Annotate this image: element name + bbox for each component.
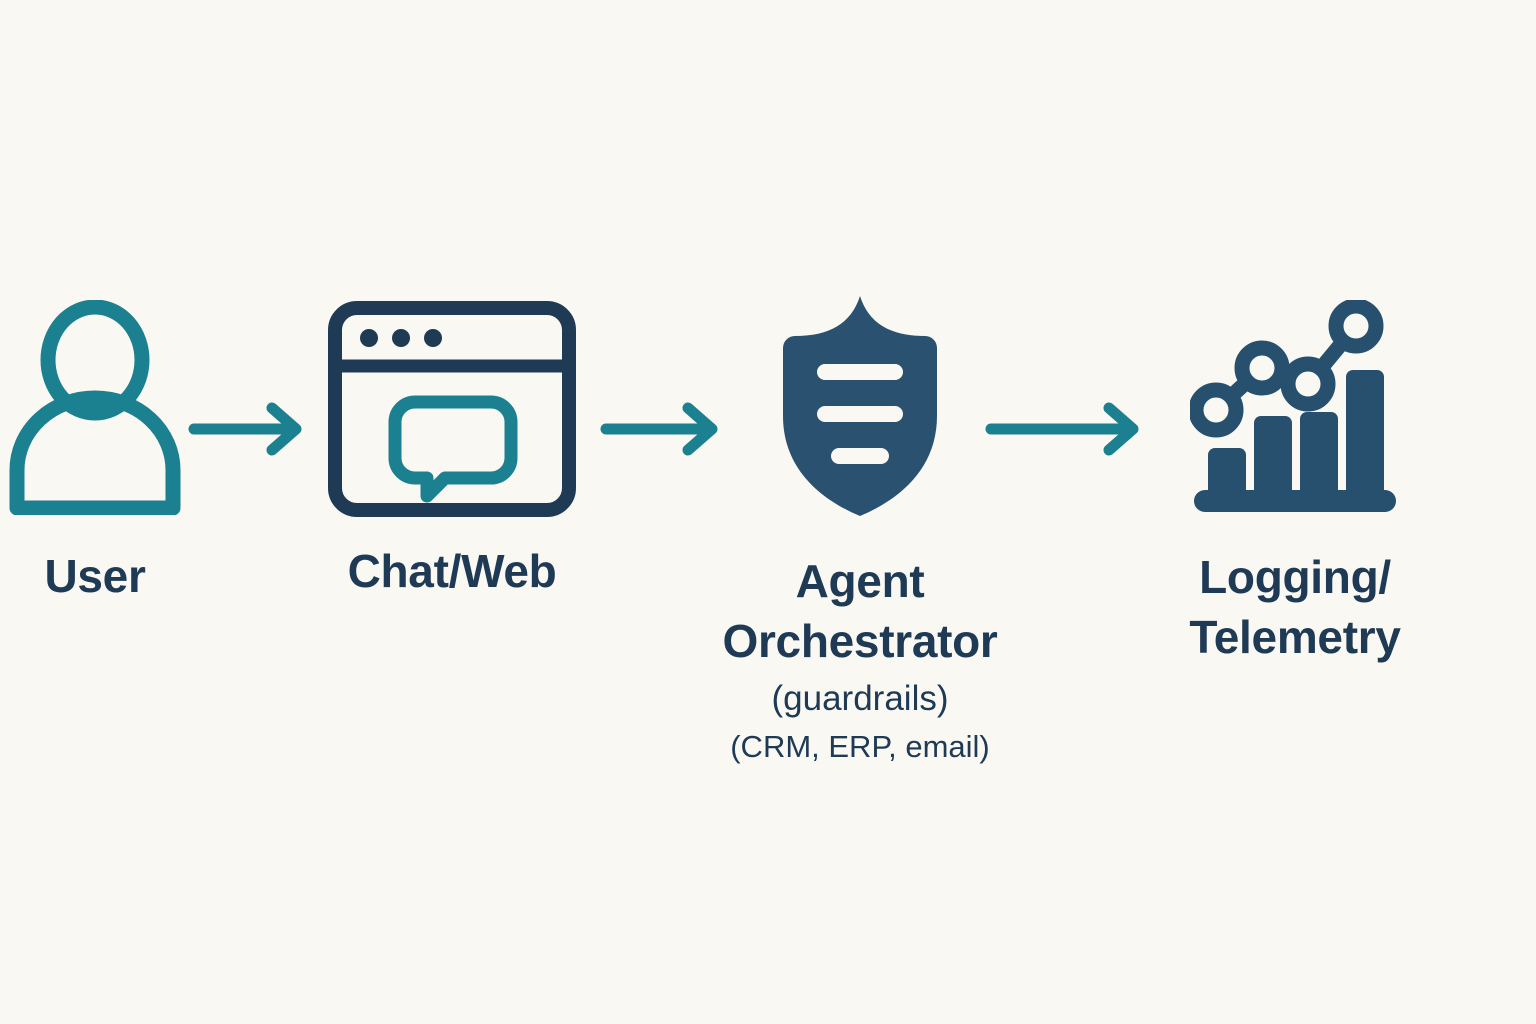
arrow-user-to-chat bbox=[188, 398, 316, 465]
stage-agent-orchestrator-sublabel: (guardrails) bbox=[771, 678, 949, 718]
window-dot-3 bbox=[424, 329, 442, 347]
arrow-right-icon bbox=[600, 402, 718, 456]
stage-agent-orchestrator-sublabel2: (CRM, ERP, email) bbox=[730, 729, 990, 765]
stage-user-label: User bbox=[44, 550, 146, 602]
shield-bar-1 bbox=[817, 364, 903, 380]
chart-bar-3 bbox=[1300, 412, 1338, 500]
shield-icon bbox=[783, 296, 937, 516]
bar-chart-trend-icon-container bbox=[1190, 300, 1400, 522]
chart-marker-4 bbox=[1328, 300, 1384, 354]
stage-chat-web-label: Chat/Web bbox=[347, 545, 557, 597]
stage-logging-telemetry: Logging/ Telemetry bbox=[1150, 300, 1440, 668]
browser-window-chat-icon bbox=[328, 301, 576, 517]
arrow-right-icon bbox=[985, 402, 1139, 456]
person-icon bbox=[9, 300, 181, 515]
chart-bar-4 bbox=[1346, 370, 1384, 500]
chart-marker-1 bbox=[1190, 382, 1244, 438]
chart-marker-2 bbox=[1234, 340, 1290, 396]
stage-agent-orchestrator-label: Agent Orchestrator bbox=[722, 555, 998, 667]
shield-icon-container bbox=[765, 290, 955, 522]
chart-bar-1 bbox=[1208, 448, 1246, 500]
browser-window-chat-icon-container bbox=[327, 300, 577, 518]
bar-chart-trend-icon bbox=[1190, 300, 1396, 512]
stage-logging-telemetry-label: Logging/ Telemetry bbox=[1189, 551, 1401, 663]
stage-user: User bbox=[0, 300, 190, 607]
arrow-chat-to-agent bbox=[600, 398, 732, 465]
stage-agent-orchestrator: Agent Orchestrator (guardrails) (CRM, ER… bbox=[690, 290, 1030, 767]
stage-logging-telemetry-labels: Logging/ Telemetry bbox=[1189, 548, 1401, 668]
arrow-agent-to-logging bbox=[985, 398, 1155, 465]
shield-bar-2 bbox=[817, 406, 903, 422]
arrow-right-icon bbox=[188, 402, 302, 456]
window-dot-1 bbox=[360, 329, 378, 347]
stage-chat-web: Chat/Web bbox=[318, 300, 586, 602]
shield-bar-3 bbox=[831, 448, 889, 464]
person-icon-container bbox=[5, 300, 185, 515]
chart-bar-2 bbox=[1254, 416, 1292, 500]
stage-chat-web-labels: Chat/Web bbox=[348, 542, 557, 602]
chart-marker-3 bbox=[1280, 356, 1336, 412]
speech-bubble-icon bbox=[388, 395, 518, 503]
stage-user-labels: User bbox=[44, 547, 145, 607]
stage-agent-orchestrator-labels: Agent Orchestrator (guardrails) (CRM, ER… bbox=[722, 552, 997, 767]
window-dot-2 bbox=[392, 329, 410, 347]
